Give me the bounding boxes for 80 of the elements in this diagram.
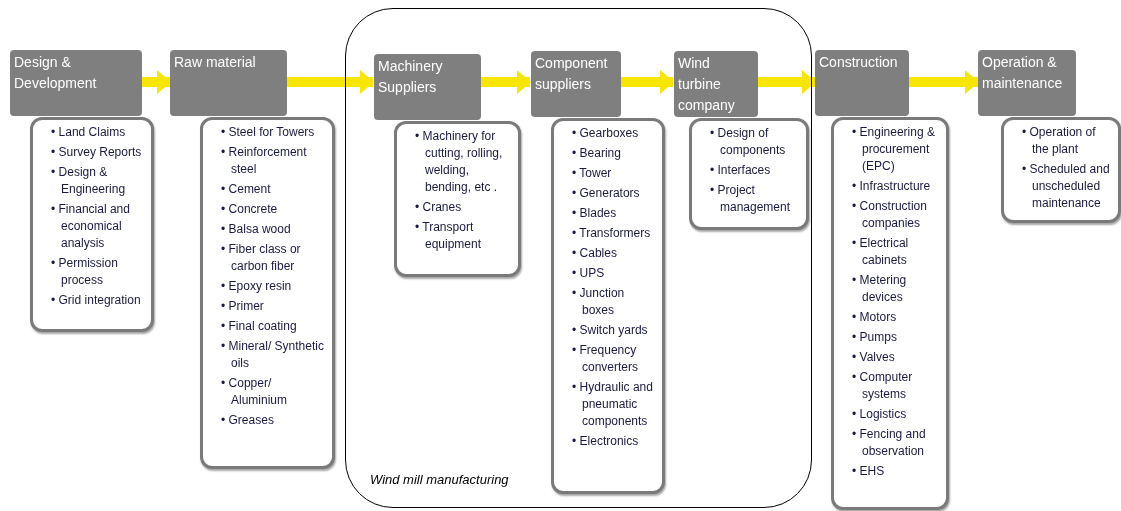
- stage-header-box: [674, 51, 758, 117]
- item-list-box: [394, 121, 521, 277]
- list-item: • Interfaces: [710, 162, 772, 179]
- list-item: • Machinery for cutting, rolling, welding, bending, etc .: [415, 128, 504, 196]
- list-item: • Fencing and observation: [852, 426, 927, 460]
- list-item: • Motors: [852, 309, 898, 326]
- list-item: • Transport equipment: [415, 219, 483, 253]
- list-item: • Cables: [572, 245, 618, 262]
- list-item: • Fiber class or carbon fiber: [221, 241, 302, 275]
- list-item: • Frequency converters: [572, 342, 640, 376]
- list-item: • Reinforcement steel: [221, 144, 308, 178]
- list-item: • Logistics: [852, 406, 908, 423]
- list-item: • Cranes: [415, 199, 463, 216]
- group-frame: [345, 8, 812, 508]
- list-item: • Balsa wood: [221, 221, 291, 238]
- list-item: • Transformers: [572, 225, 652, 242]
- stage-title: Operation & maintenance: [982, 53, 1064, 93]
- list-item: • Survey Reports: [51, 144, 142, 161]
- list-item: • Electrical cabinets: [852, 235, 910, 269]
- list-item: • Hydraulic and pneumatic components: [572, 379, 654, 430]
- block-arrow: [757, 70, 816, 94]
- list-item: • Gearboxes: [572, 125, 640, 142]
- list-item: • Cement: [221, 181, 272, 198]
- stage-title: Design & Development: [14, 53, 98, 93]
- stage-header-box: [374, 54, 481, 120]
- stage-header-box: [170, 50, 287, 116]
- list-item: • Infrastructure: [852, 178, 932, 195]
- stage-title: Machinery Suppliers: [378, 57, 444, 97]
- list-item: • Copper/ Aluminium: [221, 375, 288, 409]
- list-item: • Concrete: [221, 201, 279, 218]
- list-item: • Pumps: [852, 329, 898, 346]
- list-item: • Engineering & procurement (EPC): [852, 124, 936, 175]
- list-item: • Project management: [710, 182, 792, 216]
- list-item: • Steel for Towers: [221, 124, 315, 141]
- list-item: • Permission process: [51, 255, 119, 289]
- list-item: • Scheduled and unscheduled maintenance: [1022, 161, 1111, 212]
- block-arrow: [287, 70, 374, 94]
- group-caption: Wind mill manufacturing: [370, 470, 509, 489]
- list-item: • Computer systems: [852, 369, 914, 403]
- list-item: • Final coating: [221, 318, 297, 335]
- list-item: • Bearing: [572, 145, 622, 162]
- stage-title: Construction: [819, 53, 898, 72]
- list-item: • Epoxy resin: [221, 278, 292, 295]
- block-arrow: [909, 70, 979, 94]
- item-list-box: [831, 117, 949, 510]
- stage-header-box: [10, 50, 142, 116]
- list-item: • Primer: [221, 298, 265, 315]
- list-item: • Blades: [572, 205, 618, 222]
- list-item: • Valves: [852, 349, 896, 366]
- list-item: • Financial and economical analysis: [51, 201, 131, 252]
- list-item: • Design of components: [710, 125, 787, 159]
- stage-header-box: [815, 50, 909, 116]
- stage-title: Raw material: [174, 53, 256, 72]
- list-item: • Design & Engineering: [51, 164, 127, 198]
- list-item: • Metering devices: [852, 272, 908, 306]
- item-list-box: [200, 117, 335, 469]
- item-list-box: [1001, 117, 1121, 223]
- list-item: • EHS: [852, 463, 886, 480]
- block-arrow: [620, 70, 674, 94]
- list-item: • UPS: [572, 265, 606, 282]
- list-item: • Operation of the plant: [1022, 124, 1097, 158]
- list-item: • Grid integration: [51, 292, 141, 309]
- list-item: • Mineral/ Synthetic oils: [221, 338, 325, 372]
- stage-header-box: [531, 51, 621, 117]
- stage-header-box: [978, 50, 1076, 116]
- list-item: • Switch yards: [572, 322, 648, 339]
- list-item: • Junction boxes: [572, 285, 626, 319]
- block-arrow: [480, 70, 531, 94]
- list-item: • Generators: [572, 185, 641, 202]
- list-item: • Electronics: [572, 433, 640, 450]
- stage-title: Wind turbine company: [678, 54, 736, 115]
- item-list-box: [30, 117, 154, 332]
- list-item: • Construction companies: [852, 198, 928, 232]
- stage-title: Component suppliers: [535, 54, 609, 94]
- item-list-box: [689, 118, 809, 230]
- item-list-box: [551, 118, 665, 494]
- list-item: • Greases: [221, 412, 275, 429]
- block-arrow: [142, 70, 171, 94]
- list-item: • Tower: [572, 165, 613, 182]
- list-item: • Land Claims: [51, 124, 126, 141]
